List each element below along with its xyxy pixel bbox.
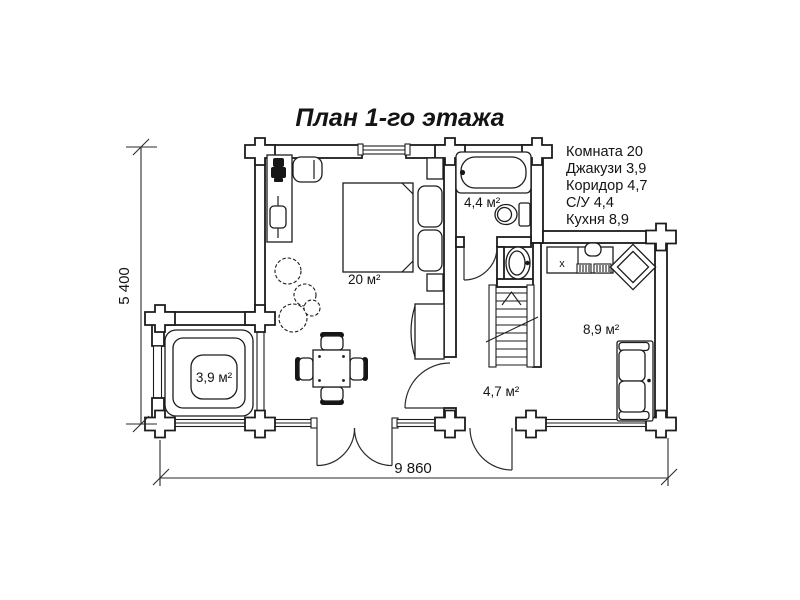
- sofa-cushion: [618, 380, 646, 413]
- sink-marker: х: [559, 258, 565, 270]
- cross-joint: [645, 222, 677, 252]
- hallway-door: [469, 427, 513, 471]
- hallway-area-label: 4,7 м²: [483, 384, 520, 399]
- stair-stringer: [526, 284, 535, 368]
- bathroom-door: [463, 246, 498, 281]
- bedroom-area-label: 20 м²: [348, 272, 381, 287]
- bathtub: [455, 151, 532, 194]
- armchair: [292, 156, 323, 183]
- kitchen-counter: х: [546, 242, 614, 274]
- room-area-labels: 20 м² 4,4 м² 3,9 м² 4,7 м² 8,9 м²: [196, 195, 620, 399]
- sofa-armrest: [618, 410, 650, 421]
- wash-basin: [505, 246, 531, 280]
- legend-item-kitchen: Кухня 8,9: [566, 212, 629, 228]
- cross-joint: [144, 304, 176, 333]
- cross-joint: [434, 409, 466, 439]
- wall-left-upper: [254, 144, 266, 326]
- chair: [349, 357, 365, 381]
- plants: [274, 257, 321, 333]
- legend-item-hallway: Коридор 4,7: [566, 178, 647, 194]
- staircase: [485, 284, 539, 368]
- kitchen-sink: [584, 242, 602, 257]
- dim-width-label: 9 860: [394, 460, 432, 477]
- legend-item-jacuzzi: Джакузи 3,9: [566, 161, 646, 177]
- stair-steps: [496, 292, 527, 366]
- bathroom-area-label: 4,4 м²: [464, 195, 501, 210]
- door-post: [310, 417, 318, 429]
- desk: [266, 154, 293, 243]
- dimension-lines: 5 400 9 860: [116, 138, 678, 486]
- dimension-height: 5 400: [116, 138, 157, 433]
- stair-stringer: [488, 284, 497, 368]
- sofa: [616, 340, 654, 422]
- entrance-double-door: [316, 427, 393, 467]
- wall-jacuzzi-top: [163, 311, 257, 326]
- bedroom-door: [404, 362, 451, 409]
- dimension-width: 9 860: [152, 438, 678, 486]
- wall-bedroom-right: [443, 144, 457, 358]
- chair: [298, 357, 314, 381]
- cross-joint: [244, 304, 276, 333]
- doors: [316, 246, 513, 471]
- legend-item-wc: С/У 4,4: [566, 195, 614, 211]
- jacuzzi: [164, 329, 254, 417]
- pillow: [417, 185, 443, 228]
- wall-niche-left: [496, 246, 505, 284]
- desk-chair: [269, 196, 287, 238]
- sofa-armrest: [618, 341, 650, 352]
- double-bed: [342, 157, 444, 292]
- chair: [320, 386, 344, 402]
- stair-direction-arrow: [501, 291, 522, 306]
- jacuzzi-area-label: 3,9 м²: [196, 370, 233, 385]
- bathroom-fixtures: [455, 151, 532, 280]
- page-title: План 1-го этажа: [295, 104, 504, 132]
- stair-break-line: [485, 316, 539, 343]
- window-post: [357, 143, 364, 156]
- chair: [320, 335, 344, 351]
- dresser: [410, 303, 445, 360]
- bedroom-furniture: [266, 154, 445, 405]
- corner-unit: [609, 243, 657, 291]
- legend: Комната 20 Джакузи 3,9 Коридор 4,7 С/У 4…: [566, 144, 647, 228]
- wall-kitchen-top: [542, 230, 656, 244]
- nightstand: [426, 273, 444, 292]
- sofa-cushion: [618, 349, 646, 382]
- toilet: [494, 202, 531, 227]
- wall-left-lower: [256, 324, 265, 425]
- window-jacuzzi-left: [152, 345, 163, 399]
- kitchen-area-label: 8,9 м²: [583, 322, 620, 337]
- cross-joint: [515, 409, 547, 439]
- dining-table-set: [295, 332, 368, 405]
- window-post: [404, 143, 411, 156]
- nightstand: [426, 157, 444, 180]
- wall-bathroom-bottom-left: [455, 236, 465, 248]
- pillow: [417, 229, 443, 272]
- basin-faucet: [525, 260, 530, 266]
- bathtub-faucet: [459, 169, 466, 176]
- legend-item-bedroom: Комната 20: [566, 144, 643, 160]
- dim-height-label: 5 400: [116, 267, 133, 305]
- kitchen-furniture: х: [546, 242, 657, 422]
- stove-burners: [576, 263, 612, 274]
- wall-bathroom-bottom-right: [496, 236, 532, 248]
- cross-joint: [244, 409, 276, 439]
- wall-kitchen-right: [654, 236, 668, 425]
